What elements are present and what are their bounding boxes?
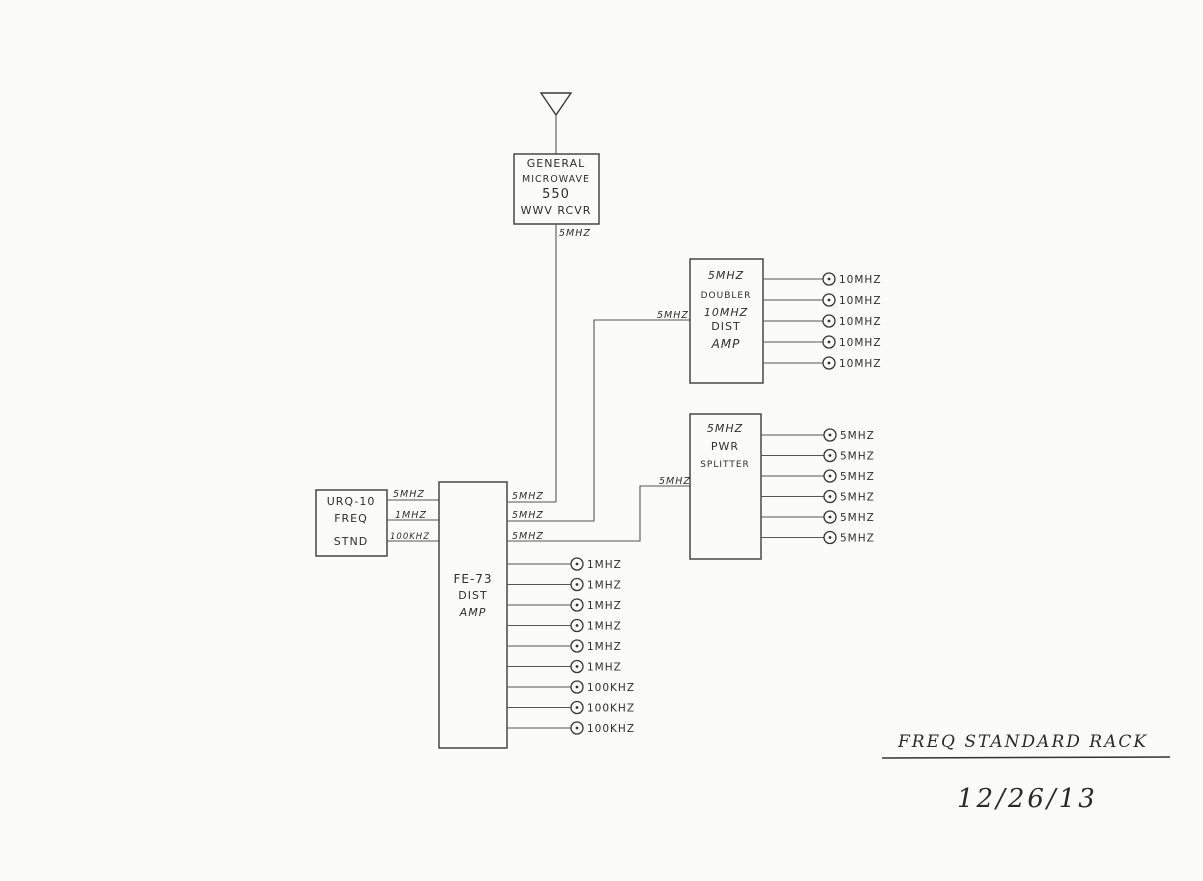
doubler-output-label: 10MHZ — [839, 337, 882, 349]
urq10-output-label: 100KHZ — [390, 532, 430, 542]
output-jack-pin — [828, 495, 832, 498]
receiver-output-label: 5MHZ — [559, 228, 591, 239]
output-jack-pin — [575, 624, 579, 627]
fe73-output-label: 1MHZ — [587, 600, 622, 612]
splitter-output-label: 5MHZ — [840, 451, 875, 463]
splitter-output-label: 5MHZ — [840, 533, 875, 545]
splitter-output-label: 5MHZ — [840, 512, 875, 524]
urq10-output-label: 5MHZ — [393, 489, 425, 500]
receiver-line: 550 — [542, 187, 570, 202]
output-jack-pin — [575, 644, 579, 648]
splitter-block — [689, 413, 762, 560]
fe73-line: AMP — [459, 606, 487, 619]
receiver-line: MICROWAVE — [522, 174, 590, 185]
output-jack-pin — [828, 454, 832, 457]
urq10-block — [315, 489, 388, 557]
doubler-line: DIST — [711, 320, 740, 333]
doubler-feed-line — [507, 319, 690, 522]
urq10-output-label: 1MHZ — [395, 510, 427, 521]
doubler-output-label: 10MHZ — [839, 274, 882, 286]
fe73-output-label: 100KHZ — [587, 682, 635, 694]
output-jack-pin — [575, 603, 579, 607]
splitter-input-label: 5MHZ — [659, 476, 691, 487]
fe73-line: DIST — [458, 589, 487, 602]
output-jack-pin — [827, 340, 831, 344]
splitter-output-label: 5MHZ — [840, 492, 875, 504]
doubler-output-label: 10MHZ — [839, 295, 882, 307]
receiver-line: GENERAL — [527, 157, 586, 170]
fe73-line: FE-73 — [453, 572, 492, 586]
splitter-output-label: 5MHZ — [840, 430, 875, 442]
output-jack-pin — [575, 685, 579, 689]
drawing-title: FREQ STANDARD RACK — [897, 732, 1148, 752]
splitter-line: PWR — [711, 440, 739, 453]
fe73-output-label: 1MHZ — [587, 621, 622, 633]
output-jack-pin — [575, 562, 579, 566]
output-jack-pin — [827, 319, 831, 323]
output-jack-pin — [828, 433, 832, 437]
fe73-input-label: 5MHZ — [512, 531, 544, 542]
doubler-input-label: 5MHZ — [657, 310, 689, 321]
output-jack-pin — [827, 361, 831, 365]
fe73-output-label: 1MHZ — [587, 641, 622, 653]
fe73-output-label: 100KHZ — [587, 703, 635, 715]
antenna-icon — [539, 92, 573, 154]
fe73-block — [438, 481, 508, 749]
fe73-output-label: 1MHZ — [587, 580, 622, 592]
doubler-line: 10MHZ — [704, 306, 748, 319]
output-jack-pin — [828, 536, 832, 539]
output-jack-pin — [827, 298, 831, 302]
doubler-line: AMP — [711, 337, 741, 351]
fe73-output-label: 1MHZ — [587, 559, 622, 571]
output-jack-pin — [828, 515, 832, 519]
doubler-output-label: 10MHZ — [839, 358, 882, 370]
drawing-date: 12/26/13 — [957, 784, 1098, 814]
fe73-output-label: 1MHZ — [587, 662, 622, 674]
splitter-output-label: 5MHZ — [840, 471, 875, 483]
output-jack-pin — [827, 277, 831, 281]
doubler-line: DOUBLER — [701, 291, 752, 301]
splitter-line: 5MHZ — [707, 422, 743, 435]
fe73-input-label: 5MHZ — [512, 491, 544, 502]
doubler-line: 5MHZ — [708, 269, 744, 282]
output-jack-pin — [575, 665, 579, 668]
output-jack-pin — [575, 706, 579, 709]
fe73-output-label: 100KHZ — [587, 723, 635, 735]
splitter-line: SPLITTER — [700, 460, 750, 470]
output-jack-pin — [575, 726, 579, 730]
output-jack-pin — [575, 583, 579, 586]
urq10-line: STND — [334, 535, 368, 548]
splitter-feed-line — [507, 485, 690, 542]
fe73-input-label: 5MHZ — [512, 510, 544, 521]
receiver-line: WWV RCVR — [521, 204, 592, 217]
urq10-line: FREQ — [334, 512, 368, 525]
output-jack-pin — [828, 474, 832, 478]
doubler-output-label: 10MHZ — [839, 316, 882, 328]
title-underline — [881, 756, 1171, 759]
urq10-line: URQ-10 — [327, 495, 376, 508]
